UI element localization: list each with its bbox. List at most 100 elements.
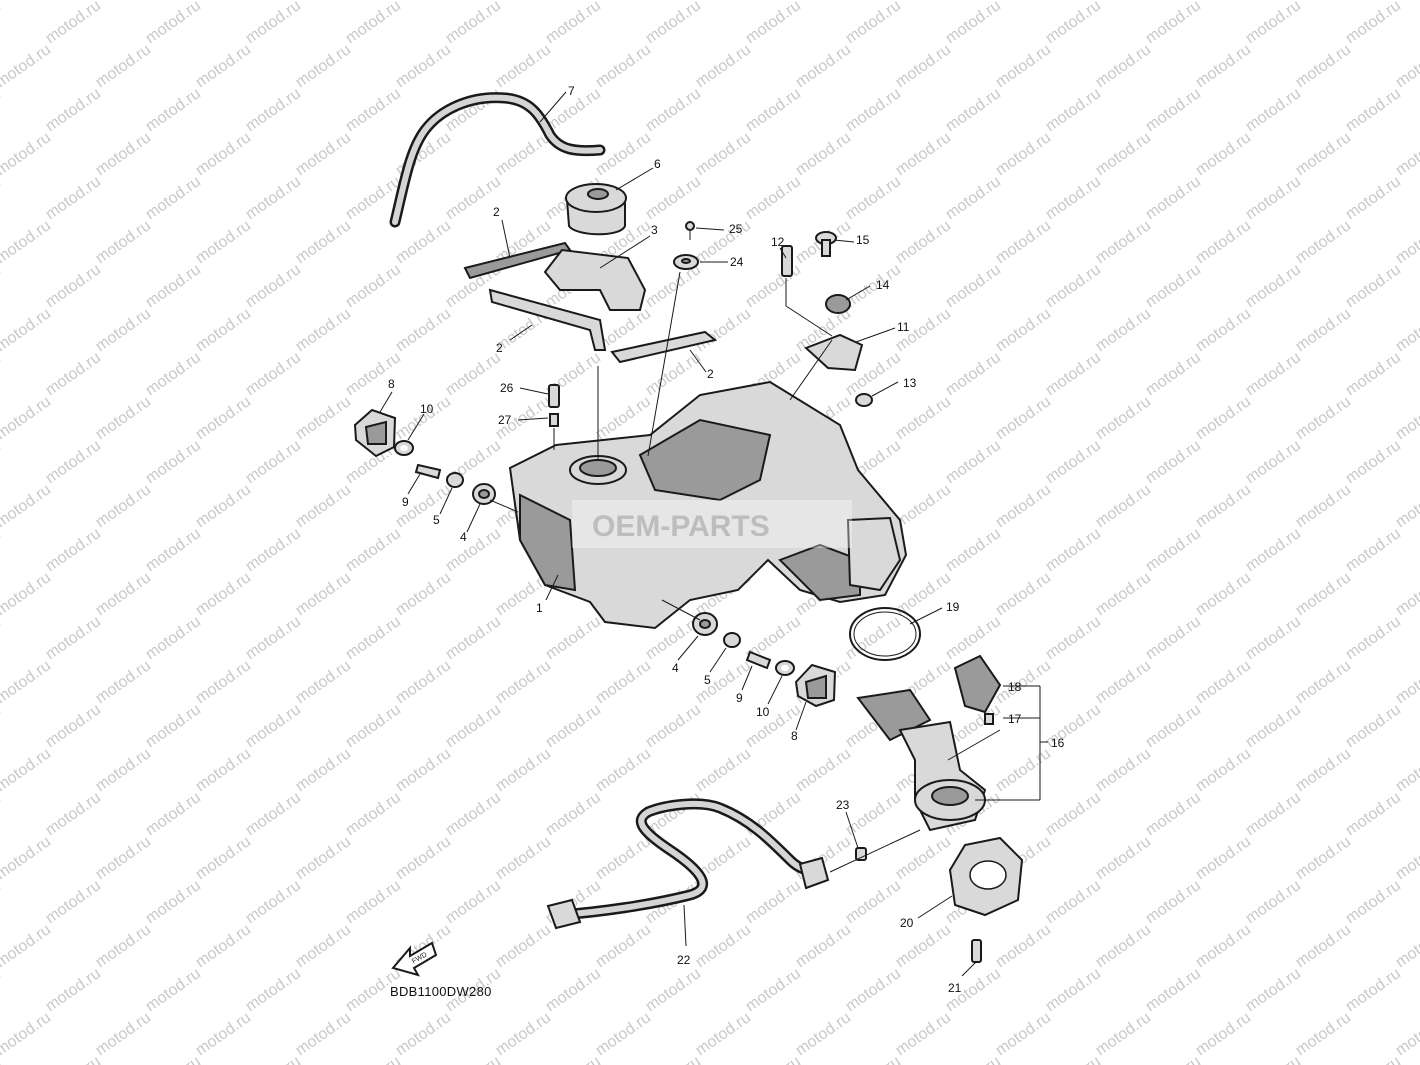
bolt-9-right (745, 650, 772, 670)
watermark-text: motod.ru (1143, 0, 1204, 47)
watermark-text: motod.ru (393, 393, 454, 443)
watermark-text: motod.ru (393, 0, 454, 3)
watermark-text: motod.ru (0, 0, 4, 47)
watermark-text: motod.ru (343, 349, 404, 399)
watermark-text: motod.ru (293, 305, 354, 355)
watermark-text: motod.ru (243, 0, 304, 47)
watermark-text: motod.ru (843, 85, 904, 135)
callout-2-right: 2 (707, 367, 714, 381)
watermark-text: motod.ru (1393, 833, 1420, 883)
watermark-text: motod.ru (1093, 481, 1154, 531)
watermark-text: motod.ru (993, 481, 1054, 531)
watermark-text: motod.ru (693, 217, 754, 267)
callout-8-left: 8 (388, 377, 395, 391)
watermark-text: motod.ru (243, 1053, 304, 1065)
watermark-text: motod.ru (1093, 657, 1154, 707)
watermark-text: motod.ru (1193, 217, 1254, 267)
watermark-text: motod.ru (1043, 965, 1104, 1015)
watermark-text: motod.ru (793, 1009, 854, 1059)
callout-1: 1 (536, 601, 543, 615)
forward-arrow-icon: FWD (391, 941, 438, 977)
watermark-text: motod.ru (1343, 877, 1404, 927)
watermark-text: motod.ru (293, 481, 354, 531)
callout-7: 7 (568, 84, 575, 98)
watermark-text: motod.ru (1143, 173, 1204, 223)
watermark-text: motod.ru (843, 173, 904, 223)
tank-strap-left (488, 288, 607, 351)
watermark-text: motod.ru (1343, 965, 1404, 1015)
watermark-text: motod.ru (43, 877, 104, 927)
watermark-text: motod.ru (943, 85, 1004, 135)
watermark-text: motod.ru (1343, 437, 1404, 487)
watermark-text: motod.ru (1293, 481, 1354, 531)
watermark-text: motod.ru (443, 349, 504, 399)
watermark-text: motod.ru (743, 965, 804, 1015)
watermark-text: motod.ru (1393, 41, 1420, 91)
watermark-text: motod.ru (0, 0, 54, 3)
callout-20: 20 (900, 916, 914, 930)
watermark-text: motod.ru (743, 877, 804, 927)
watermark-text: motod.ru (143, 1053, 204, 1065)
watermark-text: motod.ru (1343, 613, 1404, 663)
watermark-text: motod.ru (393, 41, 454, 91)
watermark-text: motod.ru (893, 0, 954, 3)
watermark-text: motod.ru (143, 877, 204, 927)
watermark-text: motod.ru (1243, 85, 1304, 135)
watermark-text: motod.ru (943, 349, 1004, 399)
watermark-text: motod.ru (1293, 393, 1354, 443)
watermark-text: motod.ru (1043, 261, 1104, 311)
watermark-text: motod.ru (493, 921, 554, 971)
watermark-text: motod.ru (0, 525, 4, 575)
watermark-text: motod.ru (443, 701, 504, 751)
watermark-text: motod.ru (343, 613, 404, 663)
watermark-text: motod.ru (1043, 1053, 1104, 1065)
callout-4-right: 4 (672, 661, 679, 675)
watermark-text: motod.ru (1143, 613, 1204, 663)
bolt-15 (815, 231, 837, 257)
retaining-plate-20 (948, 836, 1024, 917)
watermark-text: motod.ru (843, 965, 904, 1015)
bolt-12 (781, 245, 793, 277)
watermark-text: motod.ru (393, 305, 454, 355)
watermark-text: motod.ru (393, 1009, 454, 1059)
watermark-text: motod.ru (1093, 129, 1154, 179)
watermark-text: motod.ru (43, 613, 104, 663)
watermark-text: motod.ru (1293, 41, 1354, 91)
watermark-text: motod.ru (243, 965, 304, 1015)
watermark-text: motod.ru (1193, 393, 1254, 443)
watermark-text: motod.ru (793, 0, 854, 3)
callout-10-left: 10 (420, 402, 434, 416)
watermark-text: motod.ru (1043, 789, 1104, 839)
watermark-text: motod.ru (1093, 833, 1154, 883)
watermark-text: motod.ru (1343, 525, 1404, 575)
callout-5-right: 5 (704, 673, 711, 687)
watermark-text: motod.ru (143, 349, 204, 399)
watermark-text: motod.ru (593, 921, 654, 971)
watermark-text: motod.ru (43, 0, 104, 47)
watermark-text: motod.ru (993, 569, 1054, 619)
nut-13 (855, 393, 873, 407)
watermark-text: motod.ru (343, 1053, 404, 1065)
callout-9-right: 9 (736, 691, 743, 705)
watermark-text: motod.ru (1093, 305, 1154, 355)
watermark-text: motod.ru (43, 437, 104, 487)
fuel-pump-assembly (856, 688, 987, 832)
damper-8-left (353, 408, 397, 458)
watermark-text: motod.ru (193, 0, 254, 3)
watermark-text: motod.ru (0, 85, 4, 135)
watermark-text: motod.ru (343, 789, 404, 839)
watermark-text: motod.ru (293, 0, 354, 3)
watermark-text: motod.ru (693, 41, 754, 91)
watermark-text: motod.ru (793, 921, 854, 971)
watermark-text: motod.ru (1043, 173, 1104, 223)
watermark-text: motod.ru (1093, 745, 1154, 795)
watermark-text: motod.ru (1193, 305, 1254, 355)
watermark-text: motod.ru (143, 701, 204, 751)
watermark-text: motod.ru (743, 173, 804, 223)
watermark-text: motod.ru (1243, 0, 1304, 47)
watermark-text: motod.ru (1293, 0, 1354, 3)
watermark-text: motod.ru (93, 129, 154, 179)
watermark-text: motod.ru (43, 261, 104, 311)
watermark-text: motod.ru (1293, 921, 1354, 971)
